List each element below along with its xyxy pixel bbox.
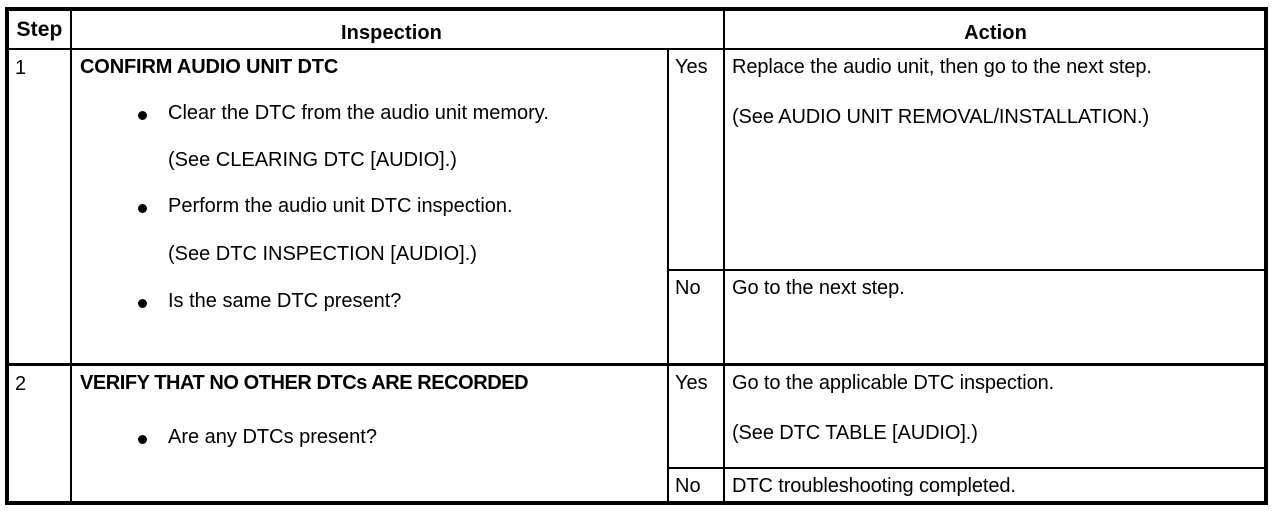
answer-label-no: No xyxy=(669,469,723,501)
inspection-title: CONFIRM AUDIO UNIT DTC xyxy=(80,56,339,78)
inspection-cell-step1: CONFIRM AUDIO UNIT DTC Clear the DTC fro… xyxy=(72,50,667,363)
bullet-dot-icon xyxy=(138,435,147,445)
answer-text: No xyxy=(675,277,701,299)
header-step-label: Step xyxy=(16,17,63,41)
inspection-bullet-item: Perform the audio unit DTC inspection. xyxy=(80,196,663,216)
action-reference-line: (See AUDIO UNIT REMOVAL/INSTALLATION.) xyxy=(732,106,1150,128)
inspection-bullet-text: Perform the audio unit DTC inspection. xyxy=(168,195,513,217)
action-line: Go to the next step. xyxy=(732,277,905,299)
inspection-bullet-item: Is the same DTC present? xyxy=(80,291,663,311)
header-bottom-rule xyxy=(9,48,1264,50)
inspection-note-text: (See DTC INSPECTION [AUDIO].) xyxy=(168,243,477,265)
action-line: Replace the audio unit, then go to the n… xyxy=(732,56,1152,78)
inspection-cell-step2: VERIFY THAT NO OTHER DTCs ARE RECORDED A… xyxy=(72,366,667,501)
answer-label-no: No xyxy=(669,271,723,363)
inspection-title: VERIFY THAT NO OTHER DTCs ARE RECORDED xyxy=(80,372,529,394)
column-divider-inspection-answer xyxy=(667,48,669,501)
header-inspection-label: Inspection xyxy=(340,21,442,44)
answer-text: Yes xyxy=(675,56,708,78)
action-cell-step1-yes: Replace the audio unit, then go to the n… xyxy=(725,50,1264,269)
inspection-bullet-text: Is the same DTC present? xyxy=(168,290,402,312)
inspection-note-line: (See CLEARING DTC [AUDIO].) xyxy=(80,150,663,170)
header-action-label: Action xyxy=(964,21,1027,44)
bullet-dot-icon xyxy=(138,204,147,214)
header-inspection: Inspection xyxy=(72,11,667,48)
row-divider-step1-step2 xyxy=(9,363,1264,366)
column-divider-step-inspection xyxy=(70,11,72,501)
inspection-bullet-item: Clear the DTC from the audio unit memory… xyxy=(80,103,663,123)
row1-answer-divider xyxy=(667,269,1264,271)
bullet-dot-icon xyxy=(138,299,147,309)
bullet-dot-icon xyxy=(138,111,147,121)
action-line: DTC troubleshooting completed. xyxy=(732,475,1016,497)
table-row: 1 xyxy=(9,50,70,363)
inspection-note-text: (See CLEARING DTC [AUDIO].) xyxy=(168,149,457,171)
troubleshooting-table: Step Inspection Action 1 CONFIRM AUDIO U… xyxy=(5,7,1268,505)
header-action: Action xyxy=(725,11,1264,48)
answer-text: Yes xyxy=(675,372,708,394)
inspection-note-line: (See DTC INSPECTION [AUDIO].) xyxy=(80,244,663,264)
action-line: Go to the applicable DTC inspection. xyxy=(732,372,1055,394)
inspection-bullet-text: Clear the DTC from the audio unit memory… xyxy=(168,102,549,124)
answer-label-yes: Yes xyxy=(669,50,723,269)
step-number: 2 xyxy=(15,373,27,395)
column-divider-answer-action xyxy=(723,11,725,501)
action-reference-line: (See DTC TABLE [AUDIO].) xyxy=(732,422,978,444)
answer-label-yes: Yes xyxy=(669,366,723,467)
action-cell-step2-no: DTC troubleshooting completed. xyxy=(725,469,1264,501)
action-cell-step1-no: Go to the next step. xyxy=(725,271,1264,363)
table-row: 2 xyxy=(9,366,70,501)
inspection-bullet-text: Are any DTCs present? xyxy=(168,426,377,448)
answer-text: No xyxy=(675,475,701,497)
action-cell-step2-yes: Go to the applicable DTC inspection. (Se… xyxy=(725,366,1264,467)
header-step: Step xyxy=(9,11,70,48)
row2-answer-divider xyxy=(667,467,1264,469)
inspection-bullet-item: Are any DTCs present? xyxy=(80,427,663,447)
step-number: 1 xyxy=(15,57,27,79)
